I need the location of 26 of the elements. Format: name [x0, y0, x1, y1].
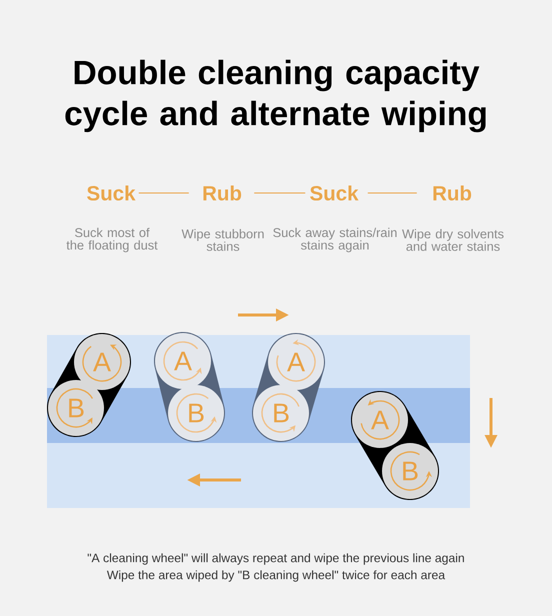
connector-line — [138, 192, 190, 194]
note-text: Wipe the area wiped by "B cleaning wheel" twice for each area — [106, 570, 446, 582]
step-label: Suck — [87, 185, 136, 201]
step-description: Suck most of the floating dust — [66, 228, 158, 252]
step-label: Rub — [203, 185, 242, 201]
node-label: A — [174, 352, 192, 370]
cleaning-wheel: B — [253, 385, 309, 441]
step-description: Suck away stains/rain stains again — [273, 228, 397, 252]
connector-line — [367, 192, 418, 194]
node-label: B — [189, 404, 204, 422]
note-text: "A cleaning wheel" will always repeat and wipe the previous line again — [88, 553, 464, 565]
node-label: A — [287, 352, 305, 372]
cleaning-wheel: A — [268, 334, 324, 390]
cleaning-wheel: A — [155, 333, 211, 389]
connector-line — [254, 192, 306, 194]
cleaning-wheel: B — [48, 380, 104, 436]
step-label: Suck — [310, 185, 359, 201]
step-description: Wipe dry solvents and water stains — [402, 229, 504, 251]
cleaning-wheel: A — [74, 334, 130, 390]
cleaning-wheel: B — [382, 443, 438, 499]
cleaning-wheel: A — [352, 392, 408, 448]
title: Double cleaning capacity cycle and alternate wiping — [65, 60, 486, 132]
step-label: Rub — [433, 185, 472, 201]
step-description: Wipe stubborn stains — [182, 229, 264, 251]
cleaning-wheel: B — [168, 385, 224, 441]
node-label: B — [274, 404, 289, 422]
